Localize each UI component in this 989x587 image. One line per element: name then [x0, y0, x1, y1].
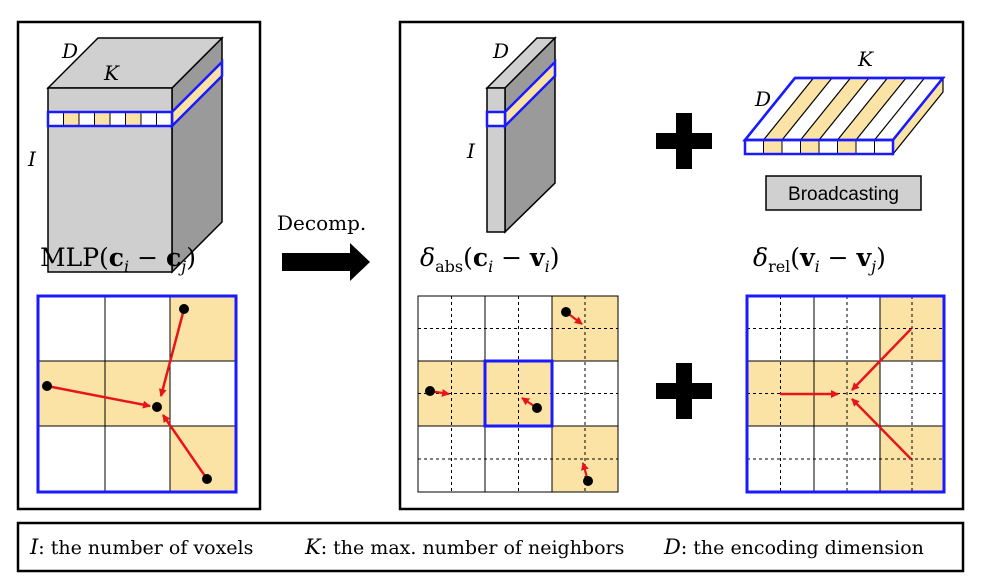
relative-encoding-plate: K D — [742, 47, 946, 156]
neighbor-grid-abs — [417, 295, 619, 493]
plate-label-K: K — [857, 47, 874, 71]
feature-cube: D K I — [27, 36, 224, 274]
plate-label-D: D — [754, 87, 771, 111]
slab-label-D: D — [492, 39, 509, 63]
neighbor-grid-mlp — [36, 294, 238, 494]
rel-formula: δrel(vi − vj) — [753, 243, 886, 276]
cube-label-K: K — [103, 61, 120, 85]
slab-label-I: I — [466, 139, 476, 163]
decomp-arrow — [282, 243, 370, 281]
neighbor-grid-rel — [745, 294, 946, 494]
broadcasting-box — [765, 175, 922, 211]
mlp-formula: MLP(ci − cj) — [40, 243, 196, 276]
broadcasting-label: Broadcasting — [788, 184, 899, 205]
abs-formula: δabs(ci − vi) — [420, 243, 559, 276]
left-panel-frame — [16, 20, 262, 511]
legend-frame — [16, 521, 965, 573]
absolute-encoding-slab: D I — [466, 36, 557, 234]
decomp-label: Decomp. — [277, 211, 366, 235]
voxel-row-cells — [46, 110, 174, 128]
plus-icon — [656, 113, 712, 169]
plus-icon — [656, 363, 712, 419]
right-panel-frame — [398, 20, 965, 511]
cube-label-I: I — [27, 147, 37, 171]
cube-label-D: D — [61, 39, 78, 63]
